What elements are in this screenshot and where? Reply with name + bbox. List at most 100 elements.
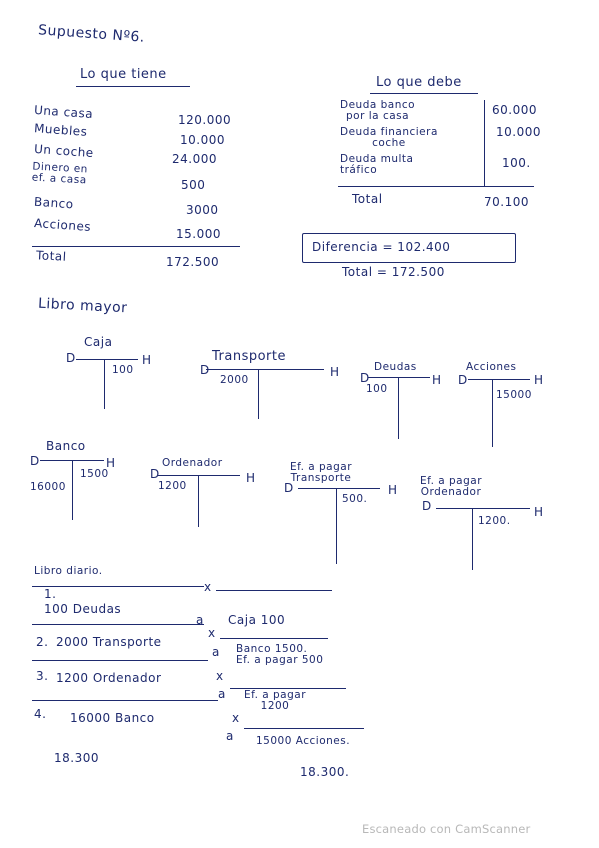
t-account-stem — [492, 379, 494, 447]
entry-debit: 2000 Transporte — [56, 635, 162, 649]
page-title: Supuesto Nº6. — [37, 22, 146, 46]
t-account-stem — [104, 359, 106, 409]
entry-number: 4. — [34, 707, 47, 721]
diferencia-text: Diferencia = 102.400 — [312, 240, 451, 254]
tiene-item-label: Banco — [33, 194, 75, 212]
entry-credit: Banco 1500. Ef. a pagar 500 — [236, 643, 324, 666]
t-account-top — [436, 508, 530, 510]
debe-heading: Lo que debe — [376, 75, 462, 90]
account-credit: 100 — [112, 364, 134, 376]
tiene-item-value: 24.000 — [172, 152, 217, 166]
tiene-heading-underline — [76, 86, 190, 88]
debe-item-value: 10.000 — [496, 125, 541, 139]
account-name: Ordenador — [162, 457, 223, 469]
diario-rule-left — [32, 624, 204, 626]
x-marker: x — [232, 711, 240, 725]
diferencia-box — [302, 233, 516, 263]
entry-number: 3. — [36, 669, 49, 683]
debe-total-rule — [338, 186, 534, 188]
t-account-top — [206, 369, 324, 371]
credit-marker: H — [534, 373, 544, 387]
tiene-item-label: Una casa — [33, 102, 94, 122]
account-name: Acciones — [466, 361, 517, 373]
entry-credit: Caja 100 — [228, 613, 286, 627]
debe-total-line: Total = 172.500 — [342, 265, 445, 279]
account-credit: 15000 — [496, 389, 532, 401]
tiene-item-label: Acciones — [33, 216, 92, 234]
t-account-top — [468, 379, 530, 381]
credit-marker: H — [246, 471, 256, 485]
entry-debit: 100 Deudas — [44, 602, 122, 616]
entry-a: a — [218, 687, 226, 701]
account-name: Ef. a pagar Ordenador — [420, 475, 483, 498]
x-marker: x — [216, 669, 224, 683]
debit-marker: D — [458, 373, 468, 387]
t-account-stem — [398, 377, 400, 439]
account-credit: 1500 — [80, 468, 109, 480]
tiene-heading: Lo que tiene — [80, 67, 167, 82]
x-marker: x — [204, 580, 212, 594]
credit-marker: H — [106, 456, 116, 470]
t-account-stem — [472, 508, 474, 570]
entry-a: a — [196, 613, 204, 627]
tiene-item-value: 15.000 — [176, 227, 221, 241]
debit-marker: D — [422, 499, 432, 513]
entry-credit: 15000 Acciones. — [256, 735, 351, 747]
debe-item-label: Deuda financiera coche — [340, 126, 438, 149]
debe-total-value: 70.100 — [484, 195, 529, 209]
debit-marker: D — [200, 363, 210, 377]
t-account-stem — [72, 460, 74, 520]
account-debit: 16000 — [30, 481, 66, 493]
debe-item-label: Deuda banco por la casa — [340, 99, 416, 122]
debe-column-rule — [484, 100, 486, 186]
account-debit: 2000 — [220, 374, 249, 386]
entry-a: a — [226, 729, 234, 743]
scanner-watermark: Escaneado con CamScanner — [362, 822, 531, 836]
diario-rule-left — [32, 700, 218, 702]
tiene-item-label: Un coche — [33, 141, 95, 161]
debit-marker: D — [360, 371, 370, 385]
t-account-stem — [198, 475, 200, 527]
diario-rule-right — [220, 638, 328, 640]
diario-sum-right: 18.300. — [300, 765, 350, 779]
diario-rule-right — [244, 728, 364, 730]
account-credit: 1200. — [478, 515, 511, 527]
account-debit: 100 — [366, 383, 388, 395]
diario-rule-right — [216, 590, 332, 592]
diario-rule-left — [32, 586, 204, 588]
debe-item-label: Deuda multa tráfico — [340, 153, 414, 176]
credit-marker: H — [432, 373, 442, 387]
debit-marker: D — [30, 454, 40, 468]
debe-item-value: 60.000 — [492, 103, 537, 117]
mayor-heading: Libro mayor — [37, 295, 128, 317]
debit-marker: D — [150, 467, 160, 481]
entry-a: a — [212, 645, 220, 659]
diario-rule-left — [32, 660, 208, 662]
t-account-stem — [258, 369, 260, 419]
entry-number: 1. — [44, 587, 57, 601]
account-name: Banco — [46, 439, 86, 453]
diario-sum-left: 18.300 — [54, 751, 99, 765]
tiene-item-label: Muebles — [33, 121, 88, 139]
entry-debit: 1200 Ordenador — [56, 671, 162, 685]
tiene-item-label: Dinero en ef. a casa — [31, 160, 89, 187]
debe-item-value: 100. — [502, 156, 531, 170]
tiene-item-value: 120.000 — [178, 113, 232, 127]
t-account-stem — [336, 488, 338, 564]
entry-credit: Ef. a pagar 1200 — [244, 689, 307, 712]
t-account-top — [76, 359, 138, 361]
account-name: Transporte — [212, 349, 286, 364]
account-name: Caja — [84, 335, 113, 349]
tiene-item-value: 3000 — [186, 203, 219, 217]
diario-heading: Libro diario. — [34, 565, 103, 577]
tiene-item-value: 10.000 — [180, 133, 225, 147]
credit-marker: H — [534, 505, 544, 519]
debe-total-label: Total — [352, 192, 383, 206]
tiene-total-value: 172.500 — [166, 255, 220, 269]
entry-number: 2. — [36, 635, 49, 649]
account-name: Ef. a pagar Transporte — [290, 461, 353, 484]
account-debit: 1200 — [158, 480, 187, 492]
t-account-top — [298, 488, 380, 490]
account-name: Deudas — [374, 361, 417, 373]
debe-heading-underline — [370, 93, 478, 95]
